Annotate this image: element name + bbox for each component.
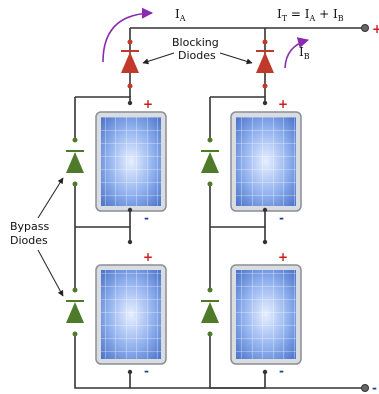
bypass-diode-b1 bbox=[201, 137, 219, 187]
blocking-diode-a bbox=[121, 39, 139, 89]
output-terminal-minus bbox=[361, 384, 369, 392]
solar-panel-a2 bbox=[95, 264, 167, 365]
terminal-plus-label: + bbox=[372, 22, 379, 36]
panel-a2-plus: + bbox=[143, 250, 153, 264]
bypass-callout-up-arrow bbox=[37, 177, 64, 219]
blocking-diode-b bbox=[256, 39, 274, 89]
bypass-diodes-label-line2: Diodes bbox=[10, 234, 48, 247]
solar-panel-a1 bbox=[95, 111, 167, 212]
blocking-callout-left-arrow bbox=[142, 52, 175, 65]
output-terminal-plus bbox=[361, 24, 369, 32]
panel-b2-minus: - bbox=[279, 364, 284, 378]
bypass-diode-a2 bbox=[66, 287, 84, 337]
bypass-diode-a1 bbox=[66, 137, 84, 187]
blocking-callout-right-arrow bbox=[219, 52, 253, 65]
bypass-diode-b2 bbox=[201, 287, 219, 337]
terminal-minus-label: - bbox=[372, 381, 377, 394]
panel-a1-plus: + bbox=[143, 97, 153, 111]
current-b-arrow bbox=[284, 37, 310, 69]
wiring bbox=[74, 27, 365, 389]
solar-panel-b2 bbox=[230, 264, 302, 365]
bypass-callout-down-arrow bbox=[37, 249, 64, 297]
panel-a1-minus: - bbox=[144, 211, 149, 225]
panel-b1-minus: - bbox=[279, 211, 284, 225]
bypass-diodes-label-line1: Bypass bbox=[10, 220, 50, 233]
total-current-label: IT = IA + IB bbox=[277, 7, 344, 23]
panel-a2-minus: - bbox=[144, 364, 149, 378]
blocking-diodes-label-line1: Blocking bbox=[172, 36, 219, 49]
solar-panel-b1 bbox=[230, 111, 302, 212]
current-b-label: IB bbox=[299, 45, 310, 61]
panel-b2-plus: + bbox=[278, 250, 288, 264]
blocking-diodes-label-line2: Diodes bbox=[178, 49, 216, 62]
panel-b1-plus: + bbox=[278, 97, 288, 111]
current-a-arrow bbox=[102, 7, 154, 63]
current-a-label: IA bbox=[175, 7, 186, 23]
junction-dots bbox=[127, 100, 268, 375]
